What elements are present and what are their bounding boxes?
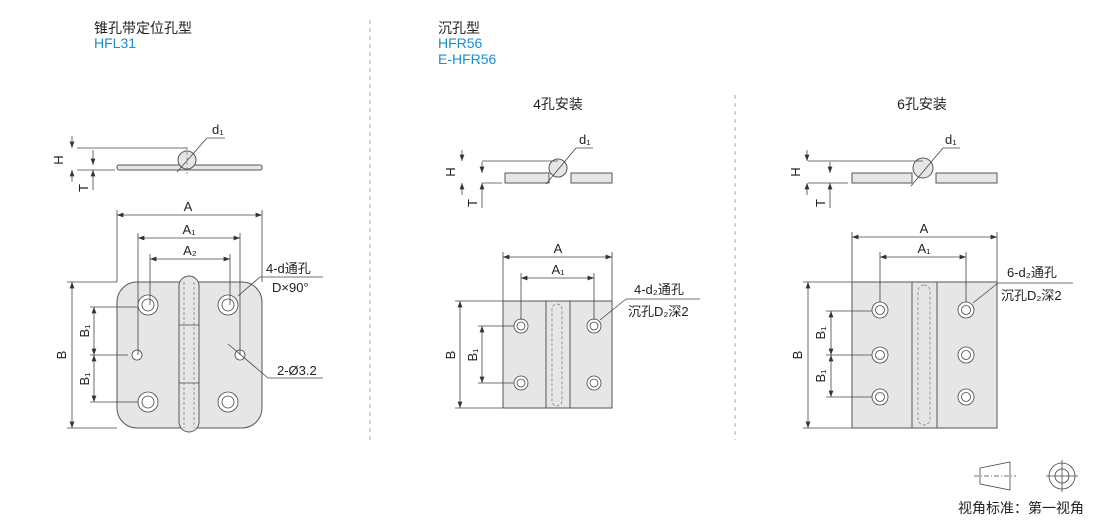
counterbore-hole — [957, 346, 975, 364]
hole-note: 4-d₂通孔 — [634, 282, 684, 297]
panel1-side-view — [69, 136, 263, 190]
view4-side-view — [459, 147, 613, 208]
panel2-code: HFR56 — [438, 35, 483, 51]
dim-A1: A₁ — [551, 262, 565, 277]
view4-title: 4孔安装 — [533, 96, 583, 112]
dim-B1: B₁ — [77, 324, 92, 338]
dim-A: A — [920, 221, 929, 236]
pilot-hole — [131, 349, 143, 361]
dim-A: A — [184, 199, 193, 214]
counterbore-note: 沉孔D₂深2 — [1001, 288, 1062, 303]
dim-B: B — [790, 351, 805, 360]
dim-A1: A₁ — [182, 222, 196, 237]
counterbore-hole — [513, 375, 529, 391]
panel2-code: E-HFR56 — [438, 51, 497, 67]
dim-B1: B₁ — [77, 372, 92, 386]
panel1-code: HFL31 — [94, 35, 136, 51]
dim-B1: B₁ — [813, 369, 828, 383]
dim-H: H — [788, 167, 803, 176]
counterbore-hole — [871, 301, 889, 319]
first-angle-projection-icon — [974, 460, 1078, 492]
panel1-title: 锥孔带定位孔型 — [94, 20, 192, 36]
view6-front-view — [803, 232, 1073, 429]
dim-B1: B₁ — [813, 326, 828, 340]
dim-A1: A₁ — [917, 241, 931, 256]
view6-side-view — [804, 147, 998, 208]
countersunk-hole — [137, 294, 159, 316]
countersink-note: D×90° — [272, 280, 309, 295]
dim-A: A — [554, 241, 563, 256]
panel2-title: 沉孔型 — [438, 20, 480, 36]
counterbore-hole — [513, 318, 529, 334]
dim-T: T — [813, 199, 828, 207]
projection-standard-label: 视角标准：第一视角 — [958, 500, 1084, 516]
dim-d1: d₁ — [579, 132, 591, 147]
counterbore-hole — [957, 301, 975, 319]
dim-B: B — [443, 351, 458, 360]
panel1-front-view — [67, 210, 323, 433]
counterbore-hole — [586, 318, 602, 334]
dim-T: T — [76, 184, 91, 192]
dim-A2: A₂ — [183, 243, 197, 258]
countersunk-hole — [137, 391, 159, 413]
counterbore-hole — [871, 388, 889, 406]
view6-title: 6孔安装 — [897, 96, 947, 112]
counterbore-note: 沉孔D₂深2 — [628, 304, 689, 319]
dim-H: H — [443, 167, 458, 176]
dim-B1: B₁ — [465, 348, 480, 362]
counterbore-hole — [586, 375, 602, 391]
dim-B: B — [54, 351, 69, 360]
hole-note: 4-d通孔 — [266, 261, 311, 276]
hole-note: 6-d₂通孔 — [1007, 265, 1057, 280]
counterbore-hole — [871, 346, 889, 364]
countersunk-hole — [217, 391, 239, 413]
dim-d1: d₁ — [945, 132, 957, 147]
dim-H: H — [51, 155, 66, 164]
view4-front-view — [455, 252, 700, 409]
dim-d1: d₁ — [212, 122, 224, 137]
dim-T: T — [465, 199, 480, 207]
countersunk-hole — [217, 294, 239, 316]
pilot-hole-note: 2-Ø3.2 — [277, 363, 317, 378]
counterbore-hole — [957, 388, 975, 406]
